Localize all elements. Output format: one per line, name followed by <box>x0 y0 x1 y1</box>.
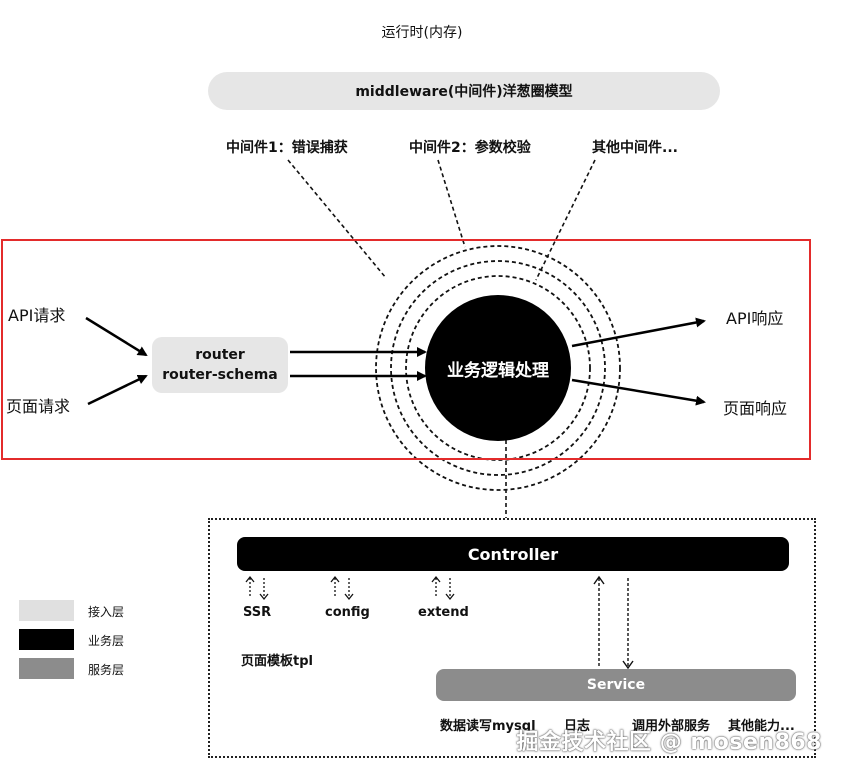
api-response-label: API响应 <box>726 309 784 328</box>
service-item-other: 其他能力... <box>728 719 795 734</box>
router-line-1: router <box>195 347 245 363</box>
controller-sub-ssr: SSR <box>243 605 272 620</box>
controller-service-arrows <box>593 575 634 670</box>
mw-pointer-1 <box>287 159 387 279</box>
router-line-2: router-schema <box>162 367 278 383</box>
config-bidirectional-arrows <box>330 575 354 601</box>
api-request-label: API请求 <box>8 306 66 325</box>
onion-ring-3 <box>375 245 621 491</box>
mw-pointer-2 <box>437 159 466 248</box>
page-template-label: 页面模板tpl <box>241 654 313 669</box>
onion-ring-1 <box>405 275 591 461</box>
onion-ring-2 <box>390 260 606 476</box>
router-node: router router-schema <box>152 337 288 393</box>
controller-bar: Controller <box>237 537 789 571</box>
legend-label-business: 业务层 <box>88 634 125 648</box>
watermark: 掘金技术社区 @ mosen868 <box>516 730 822 755</box>
page-response-arrow <box>571 378 706 406</box>
page-request-label: 页面请求 <box>6 397 71 416</box>
legend-label-access: 接入层 <box>88 605 125 619</box>
server-boundary-box <box>208 518 816 758</box>
business-logic-label: 业务逻辑处理 <box>447 360 549 381</box>
legend-label-service: 服务层 <box>88 663 125 677</box>
legend-swatch-service <box>19 658 74 679</box>
service-item-external: 调用外部服务 <box>632 719 711 734</box>
service-bar: Service <box>436 669 796 701</box>
controller-sub-extend: extend <box>418 605 469 620</box>
api-request-arrow <box>85 316 148 357</box>
legend-swatch-access <box>19 600 74 621</box>
middleware-item-2: 中间件2：参数校验 <box>409 140 531 156</box>
service-item-log: 日志 <box>564 719 591 734</box>
ssr-bidirectional-arrows <box>245 575 269 601</box>
extend-bidirectional-arrows <box>431 575 455 601</box>
middleware-bar: middleware(中间件)洋葱圈模型 <box>208 72 720 110</box>
service-item-mysql: 数据读写mysql <box>440 719 536 734</box>
page-request-arrow <box>87 374 148 406</box>
controller-sub-config: config <box>325 605 370 620</box>
legend-swatch-business <box>19 629 74 650</box>
mw-pointer-3 <box>535 159 596 281</box>
business-logic-node: 业务逻辑处理 <box>425 295 571 441</box>
middleware-item-1: 中间件1：错误捕获 <box>226 140 348 156</box>
api-response-arrow <box>571 317 706 348</box>
middleware-item-3: 其他中间件... <box>592 140 678 156</box>
runtime-title: 运行时(内存) <box>381 25 463 41</box>
page-response-label: 页面响应 <box>723 399 788 418</box>
highlight-box <box>1 239 811 460</box>
